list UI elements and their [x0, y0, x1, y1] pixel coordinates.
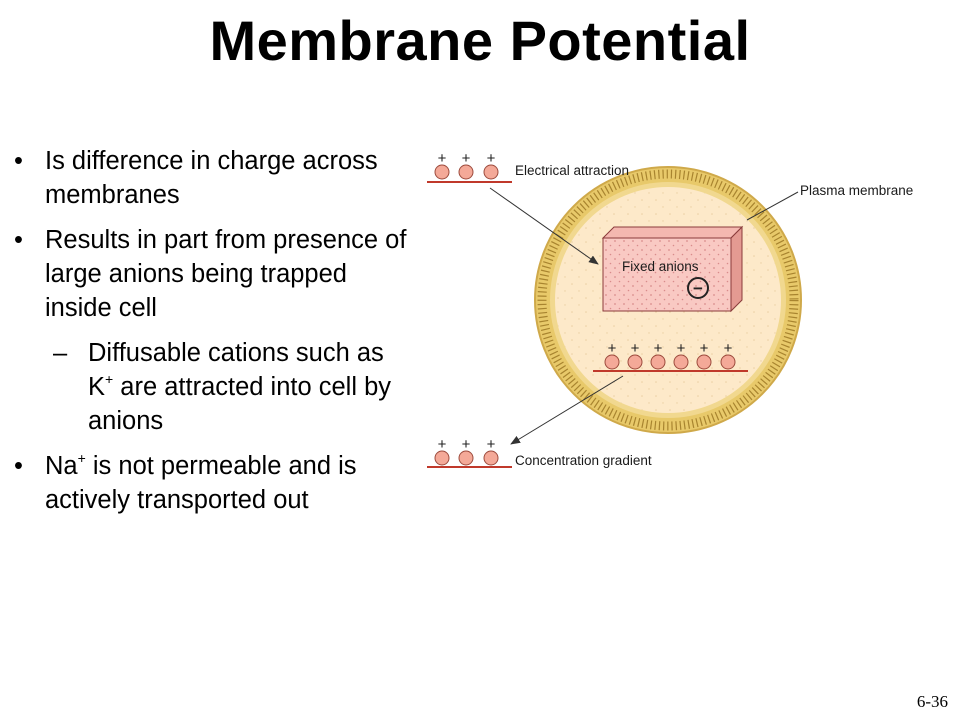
label-plasma-membrane: Plasma membrane — [800, 183, 913, 198]
anion-minus-sign: − — [693, 279, 703, 298]
slide-title: Membrane Potential — [209, 9, 751, 72]
box-top — [601, 226, 744, 239]
cation-ion — [673, 354, 689, 370]
sub-bullet-text-post: are attracted into cell by anions — [88, 373, 392, 435]
cation-ion — [434, 450, 450, 466]
bullet-item-anions: • Results in part from presence of large… — [10, 223, 415, 325]
bullet-marker: • — [14, 226, 23, 254]
sub-bullet-cations: – Diffusable cations such as K+ are attr… — [10, 336, 415, 438]
label-concentration-gradient: Concentration gradient — [515, 453, 652, 468]
plus-sign: + — [487, 436, 496, 453]
plus-sign: + — [462, 436, 471, 453]
bullet-marker: • — [14, 147, 23, 175]
membrane-potential-diagram: Fixed anions − + + + + + + + + + + + + Electrical… — [427, 150, 913, 468]
bullet-text-pre: Na — [45, 452, 78, 480]
cation-ion — [720, 354, 736, 370]
cation-ion — [696, 354, 712, 370]
cation-ion — [483, 450, 499, 466]
box-texture — [603, 238, 731, 311]
cation-ion — [458, 450, 474, 466]
arrow-plasma-membrane — [746, 191, 799, 221]
bullet-text-post: is not permeable and is actively transpo… — [45, 452, 357, 514]
plus-sign: + — [724, 340, 733, 357]
concentration-ion-group: + + + — [427, 436, 512, 468]
superscript-plus: + — [105, 370, 114, 387]
fixed-anions-box: Fixed anions − — [601, 225, 744, 313]
inner-cation-row: + + + + + + — [604, 340, 736, 370]
label-fixed-anions: Fixed anions — [622, 259, 699, 274]
label-electrical-attraction: Electrical attraction — [515, 163, 629, 178]
cation-ion — [604, 354, 620, 370]
anion-circle — [687, 277, 709, 299]
plus-sign: + — [631, 340, 640, 357]
bullet-text: Results in part from presence of large a… — [45, 226, 407, 322]
dash-marker: – — [53, 339, 68, 367]
cation-ion — [650, 354, 666, 370]
electrical-ion-group: + + + — [427, 150, 512, 183]
arrow-concentration-gradient — [510, 375, 624, 445]
plus-sign: + — [654, 340, 663, 357]
box-side — [730, 225, 743, 313]
plus-sign: + — [487, 150, 496, 167]
bullet-item-sodium: • Na+ is not permeable and is actively t… — [10, 449, 415, 517]
cation-ion — [483, 164, 499, 180]
page-number: 6-36 — [916, 692, 948, 711]
bullet-text: Is difference in charge across membranes — [45, 147, 378, 209]
arrow-electrical-attraction — [489, 187, 599, 265]
sub-bullet-text-pre: Diffusable cations such as K — [88, 339, 384, 401]
bullet-marker: • — [14, 452, 23, 480]
plus-sign: + — [700, 340, 709, 357]
cation-ion — [434, 164, 450, 180]
plus-sign: + — [608, 340, 617, 357]
plus-sign: + — [677, 340, 686, 357]
bullet-item-charge: • Is difference in charge across membran… — [10, 144, 415, 212]
superscript-plus: + — [77, 449, 86, 466]
membrane-hatch — [537, 169, 799, 431]
plus-sign: + — [438, 150, 447, 167]
plus-sign: + — [462, 150, 471, 167]
plus-sign: + — [438, 436, 447, 453]
cation-ion — [458, 164, 474, 180]
cation-ion — [627, 354, 643, 370]
inner-cation-group: + + + + + + — [593, 340, 748, 372]
bullet-list: • Is difference in charge across membran… — [10, 144, 415, 528]
